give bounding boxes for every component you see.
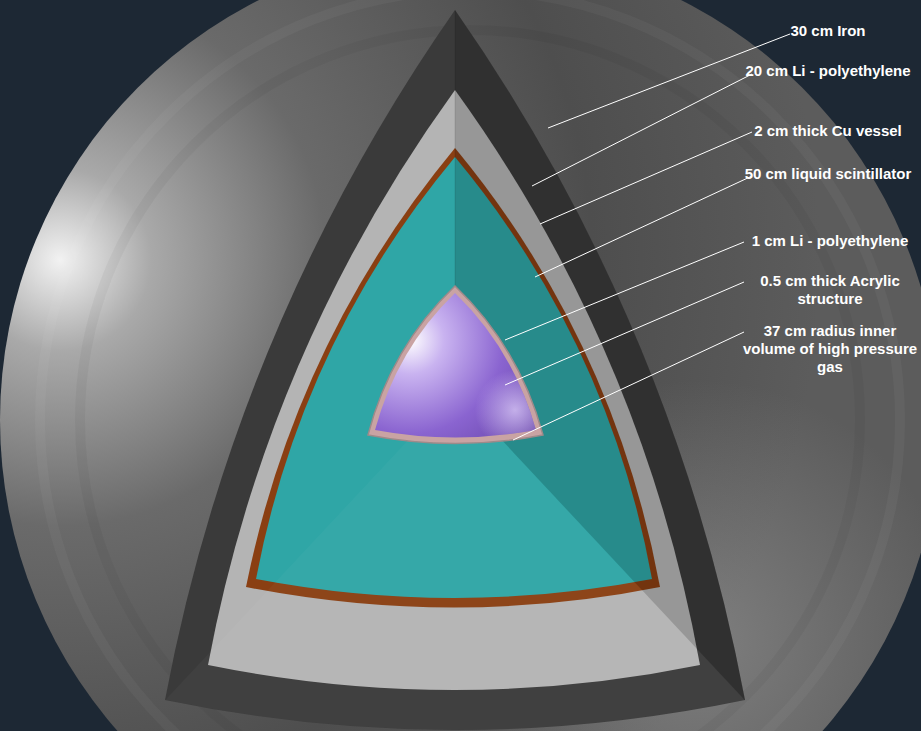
layer-label: 2 cm thick Cu vessel <box>740 122 916 140</box>
layer-label: 50 cm liquid scintillator <box>740 165 916 183</box>
gas-volume <box>375 293 536 438</box>
layer-label: 30 cm Iron <box>740 22 916 40</box>
layer-label: 1 cm Li - polyethylene <box>742 232 918 250</box>
layer-label: 37 cm radius inner volume of high pressu… <box>742 322 918 376</box>
inner-shell <box>368 286 543 444</box>
leader-lines <box>505 34 790 440</box>
layer-label: 20 cm Li - polyethylene <box>740 62 916 80</box>
layer-label: 0.5 cm thick Acrylic structure <box>742 272 918 308</box>
